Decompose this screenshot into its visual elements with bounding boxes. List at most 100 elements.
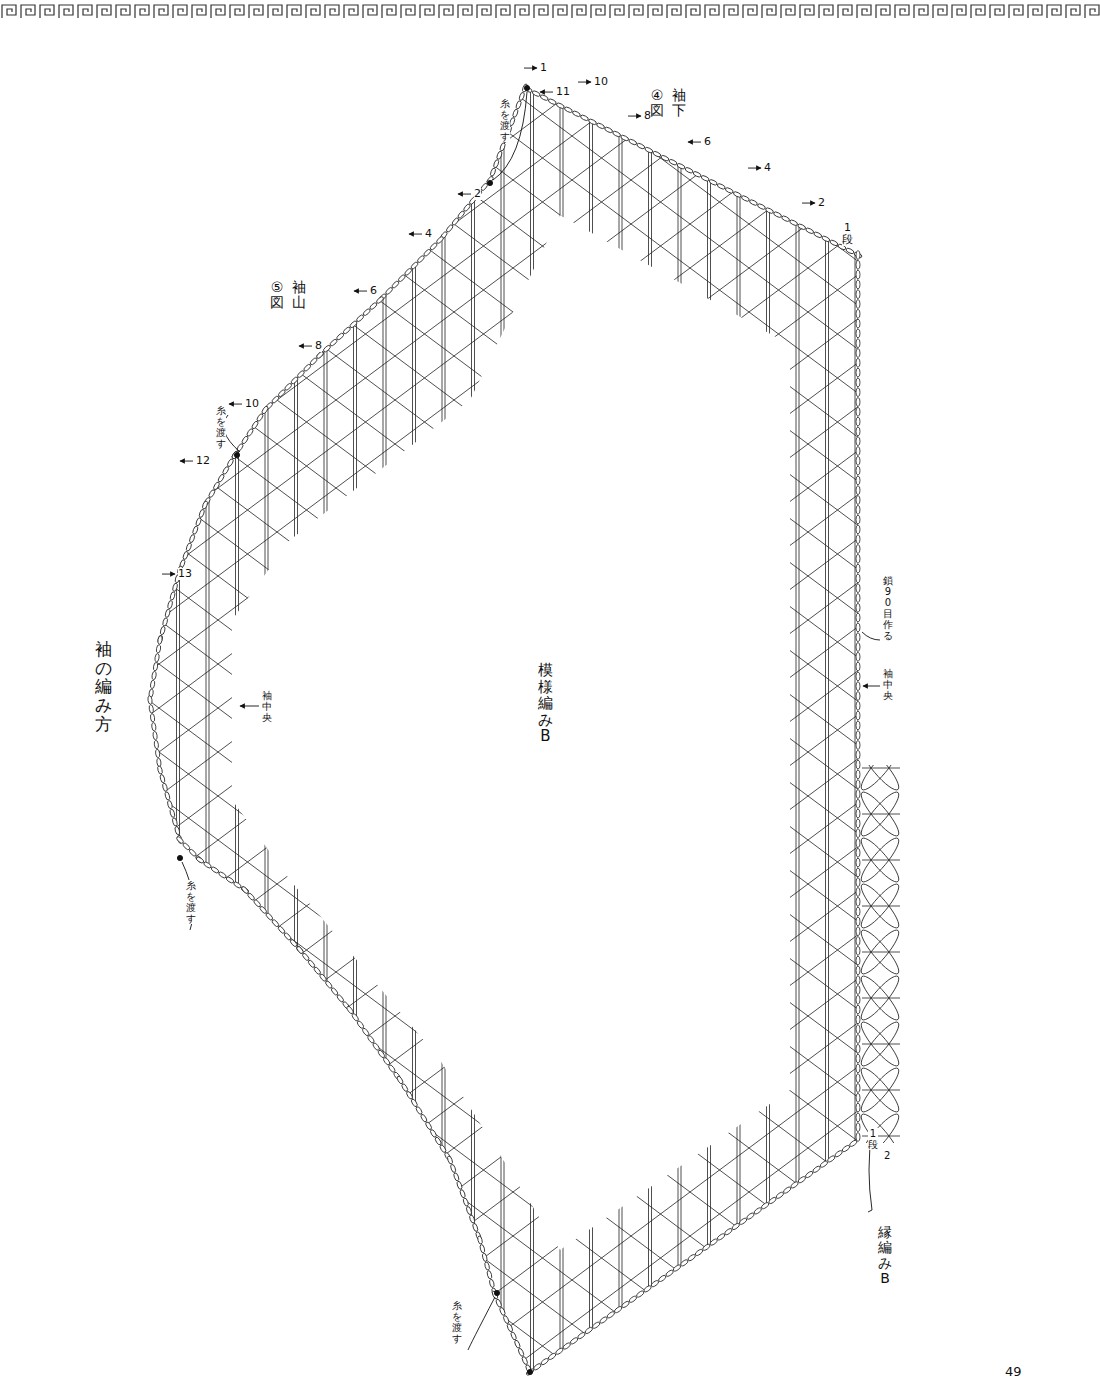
stitch-diagonal	[100, 0, 900, 312]
chain-stitch	[459, 1189, 466, 1198]
petal-stitch	[859, 1110, 903, 1143]
stitch-diagonal	[100, 180, 900, 777]
chain-stitch	[236, 443, 244, 452]
chain-stitch	[231, 450, 239, 459]
chain-stitch	[856, 564, 860, 573]
chain-stitch	[856, 799, 860, 808]
chain-stitch	[856, 339, 860, 348]
chain-stitch	[477, 1235, 483, 1244]
row-line	[209, 0, 210, 1397]
stitch-diagonal	[100, 1343, 900, 1397]
petal-stitch	[859, 1018, 903, 1070]
chain-stitch	[157, 636, 162, 645]
stitch-diagonal	[100, 0, 900, 381]
yarn-note: 糸を渡す	[500, 98, 510, 142]
chain-stitch	[307, 959, 315, 968]
chain-stitch	[162, 783, 168, 792]
chain-stitch	[636, 1290, 645, 1298]
stitch-diagonal	[100, 419, 900, 1016]
chain-stitch	[856, 633, 860, 642]
chain-stitch	[346, 1005, 354, 1014]
border-unit	[401, 5, 415, 18]
chain-stitch	[486, 1270, 492, 1279]
border-unit	[819, 5, 833, 18]
chain-stitch	[768, 1196, 777, 1204]
chain-stitch	[417, 255, 426, 264]
row-line	[147, 0, 148, 1397]
border-unit	[268, 5, 282, 18]
row-line	[474, 0, 475, 1397]
stitch-diagonal	[100, 752, 900, 1349]
row-number: 10	[594, 76, 608, 88]
border-unit	[249, 5, 263, 18]
chain-stitch	[289, 939, 298, 948]
chain-stitch	[856, 976, 860, 985]
chain-stitch	[753, 1207, 762, 1215]
chain-stitch	[391, 280, 400, 289]
chain-stitch	[457, 210, 465, 219]
chain-stitch	[153, 662, 158, 671]
stitch-diagonal	[100, 268, 900, 865]
chain-stitch	[445, 224, 453, 233]
chain-stitch	[172, 817, 178, 826]
stitch-diagonal	[100, 23, 900, 620]
stitch-diagonal	[100, 0, 900, 73]
stitch-diagonal	[100, 507, 900, 1104]
chain-stitch	[856, 349, 860, 358]
chain-stitch	[182, 842, 191, 851]
stitch-diagonal	[100, 1123, 900, 1397]
chain-stitch	[188, 848, 197, 857]
chain-stitch	[660, 154, 669, 161]
chain-stitch	[336, 332, 345, 341]
chain-stitch	[856, 848, 860, 857]
chain-stitch	[283, 932, 292, 941]
stitch-diagonal	[100, 4, 900, 601]
petal-stitch	[862, 952, 900, 953]
chain-stitch	[290, 376, 299, 385]
border-unit	[306, 5, 320, 18]
row-number: 12	[196, 455, 210, 467]
chain-stitch	[856, 927, 860, 936]
stitch-diagonal	[100, 0, 900, 224]
border-unit	[21, 5, 35, 18]
chain-stitch	[195, 517, 202, 526]
petal-stitch	[859, 834, 903, 886]
chain-stitch	[406, 1091, 414, 1100]
yarn-dot	[487, 180, 492, 185]
chain-stitch	[147, 696, 152, 705]
chain-stitch	[733, 191, 742, 198]
chain-stitch	[856, 358, 860, 367]
petal-stitch	[859, 788, 903, 840]
chain-stitch	[805, 227, 814, 234]
chain-stitch	[151, 671, 156, 680]
chain-stitch	[577, 1332, 586, 1340]
chain-stitch	[856, 535, 860, 544]
row-line	[383, 0, 384, 1397]
chain-stitch	[203, 861, 212, 869]
chain-stitch	[856, 937, 860, 946]
border-unit	[1047, 5, 1061, 18]
row-direction-arrow	[458, 194, 471, 195]
chain-stitch	[499, 142, 506, 151]
chain-stitch	[367, 1035, 375, 1044]
chain-stitch	[856, 545, 860, 554]
chain-stitch	[592, 1321, 601, 1329]
stitch-diagonal	[100, 243, 900, 840]
chain-stitch	[856, 760, 860, 769]
chain-stitch	[856, 672, 860, 681]
chain-stitch	[167, 600, 173, 609]
stitch-diagonal	[100, 111, 900, 708]
stitch-pattern-name: 模様編みB	[538, 662, 553, 745]
chain-stitch	[797, 1176, 806, 1184]
chain-stitch	[479, 1244, 485, 1253]
border-unit	[686, 5, 700, 18]
chain-stitch	[153, 731, 158, 740]
chain-stitch	[570, 1337, 579, 1345]
stitch-diagonal	[100, 639, 900, 1236]
chain-stitch	[495, 1299, 502, 1308]
stitch-diagonal	[100, 595, 900, 1192]
chain-stitch	[548, 98, 557, 105]
stitch-diagonal	[100, 463, 900, 1060]
stitch-diagonal	[100, 1192, 900, 1397]
border-unit	[1009, 5, 1023, 18]
